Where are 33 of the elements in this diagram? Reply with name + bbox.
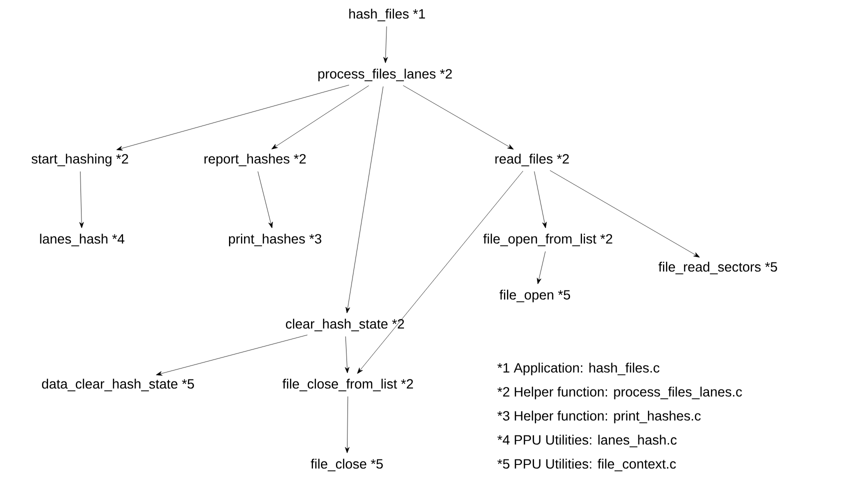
function-name: print_hashes *3: [228, 234, 322, 246]
arrow: [258, 171, 273, 228]
arrow: [116, 84, 350, 150]
arrow: [156, 334, 308, 376]
arrow: [79, 171, 84, 228]
function-name: file_close *5: [310, 458, 383, 472]
function-name: hash_files *1: [349, 8, 425, 22]
function-name: read_files *2: [495, 154, 569, 166]
arrow: [344, 336, 350, 374]
legend-note: *5 PPU Utilities: file_context.c: [497, 458, 676, 472]
arrow: [534, 171, 547, 228]
function-name: file_open_from_list *2: [483, 234, 612, 246]
arrow: [383, 26, 388, 64]
function-name: lanes_hash *4: [40, 234, 124, 246]
function-name: file_close_from_list *2: [282, 378, 413, 392]
function-name: process_files_lanes *2: [318, 68, 452, 82]
legend-note: *1 Application: hash_files.c: [497, 362, 660, 376]
arrow: [536, 251, 546, 284]
legend-note: *2 Helper function: process_files_lanes.c: [497, 386, 742, 400]
function-name: file_read_sectors *5: [658, 262, 778, 274]
legend-note: *4 PPU Utilities: lanes_hash.c: [497, 434, 677, 448]
arrow: [402, 85, 514, 150]
function-name: clear_hash_state *2: [286, 318, 404, 332]
arrow: [272, 85, 370, 150]
arrow: [357, 170, 524, 374]
arrow: [346, 86, 384, 314]
function-name: start_hashing *2: [32, 154, 128, 166]
arrow: [550, 170, 700, 258]
legend-note: *3 Helper function: print_hashes.c: [497, 410, 701, 424]
function-name: data_clear_hash_state *5: [42, 378, 194, 392]
arrow: [344, 396, 350, 454]
function-name: report_hashes *2: [204, 154, 306, 166]
function-name: file_open *5: [500, 290, 570, 302]
